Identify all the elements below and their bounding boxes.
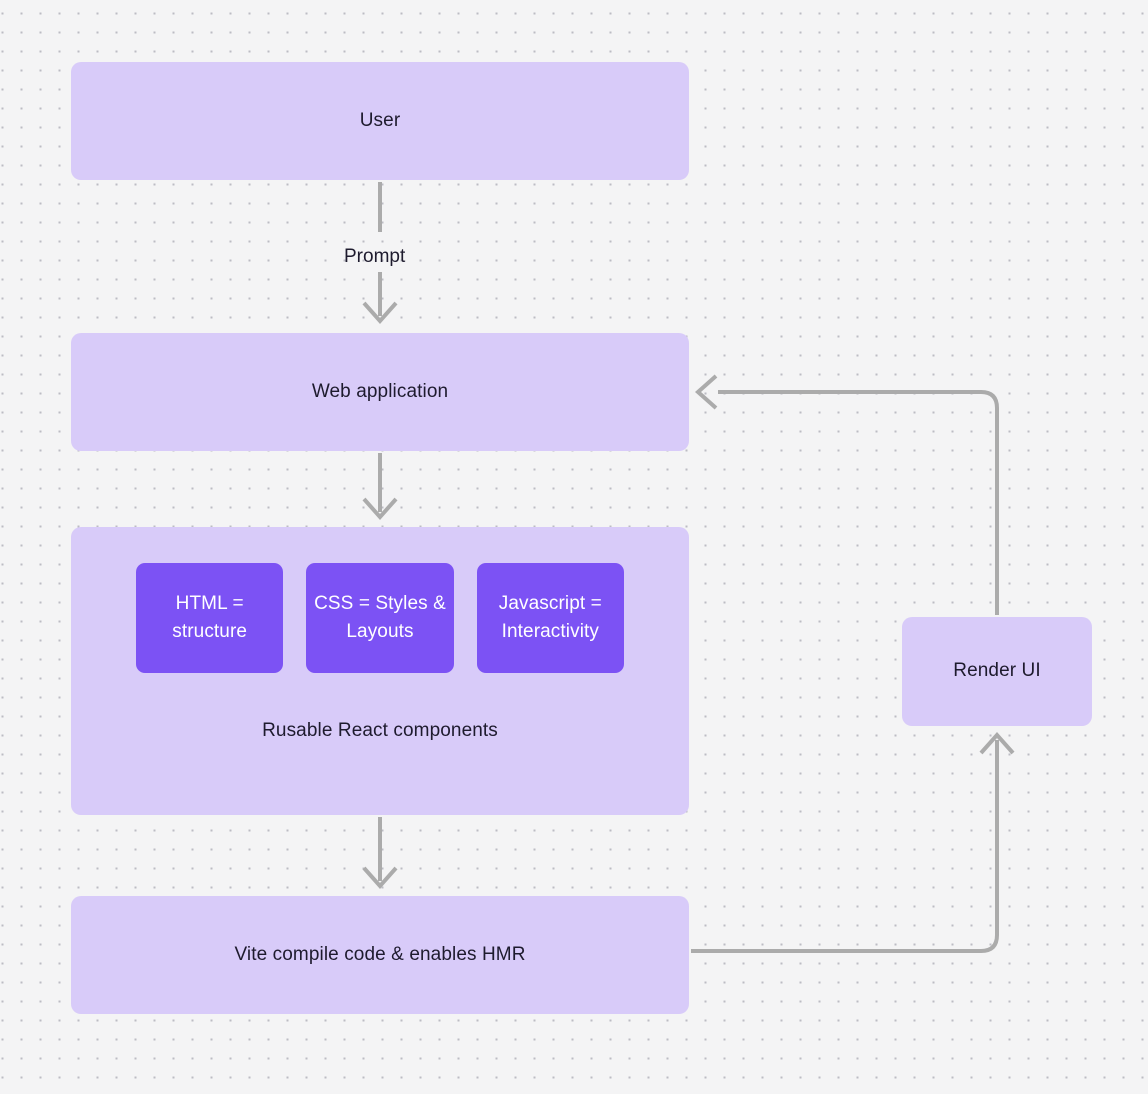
edge-render-to-webapp-arrowhead [694, 374, 718, 410]
node-render-ui[interactable]: Render UI [902, 617, 1092, 726]
chip-css[interactable]: CSS = Styles & Layouts [306, 563, 454, 673]
node-vite[interactable]: Vite compile code & enables HMR [71, 896, 689, 1014]
chip-javascript-label: Javascript = Interactivity [498, 592, 602, 643]
edge-components-to-vite-arrowhead [362, 866, 398, 890]
node-web-application[interactable]: Web application [71, 333, 689, 451]
chip-javascript[interactable]: Javascript = Interactivity [476, 563, 624, 673]
edge-vite-to-render [691, 731, 1015, 953]
node-react-components-group[interactable]: HTML = structure CSS = Styles & Layouts … [71, 527, 689, 815]
edge-webapp-to-components-arrowhead [362, 497, 398, 521]
chip-css-label: CSS = Styles & Layouts [314, 592, 446, 643]
node-user-label: User [359, 109, 401, 131]
node-react-components-caption: Rusable React components [262, 720, 498, 741]
edge-vite-to-render-segment [691, 740, 999, 953]
edge-vite-to-render-arrowhead [979, 731, 1015, 755]
edge-render-to-webapp-segment [718, 390, 999, 615]
edge-label-prompt[interactable]: Prompt [344, 246, 406, 267]
edge-webapp-to-components [362, 453, 398, 521]
edge-components-to-vite [362, 817, 398, 890]
chip-html[interactable]: HTML = structure [136, 563, 284, 673]
chip-html-label: HTML = structure [172, 592, 248, 643]
node-web-application-label: Web application [311, 380, 449, 402]
node-user[interactable]: User [71, 62, 689, 180]
node-vite-label: Vite compile code & enables HMR [234, 943, 526, 965]
edge-render-to-webapp [694, 374, 999, 615]
node-render-ui-label: Render UI [953, 660, 1041, 682]
chip-row: HTML = structure CSS = Styles & Layouts … [136, 563, 624, 673]
edge-user-to-webapp-arrowhead [362, 301, 398, 325]
